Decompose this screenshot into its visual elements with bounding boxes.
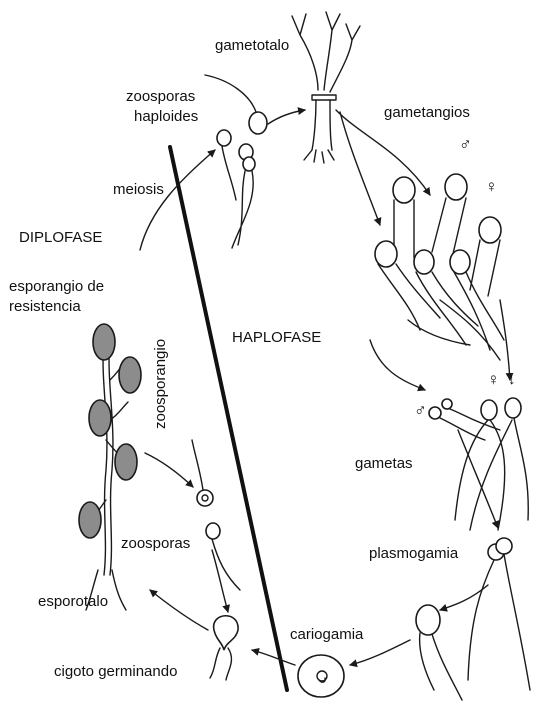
arrow-meiosis: [140, 150, 215, 250]
label-esporangio-line2: resistencia: [9, 298, 81, 315]
label-cigoto-germinando: cigoto germinando: [54, 663, 177, 680]
label-cariogamia: cariogamia: [290, 626, 363, 643]
male-symbol-gametangia: ♂: [459, 136, 472, 153]
gametes-drawing: [429, 398, 528, 530]
zoospores-bottom-drawing: [145, 440, 240, 612]
gametothallus-drawing: [292, 12, 360, 163]
sporothallus-drawing: [79, 324, 141, 610]
label-zoosporangio: zoosporangio: [152, 339, 169, 429]
label-haplofase: HAPLOFASE: [232, 329, 321, 346]
label-zoosporas-haploides-line2: haploides: [134, 108, 198, 125]
label-meiosis: meiosis: [113, 181, 164, 198]
label-zoosporas-haploides-line1: zoosporas: [126, 88, 195, 105]
label-esporotalo: esporotalo: [38, 593, 108, 610]
phase-divider-line: [170, 147, 287, 690]
label-esporangio-line1: esporangio de: [9, 278, 104, 295]
arrow-to-gametotalo: [268, 110, 305, 124]
label-diplofase: DIPLOFASE: [19, 229, 102, 246]
label-gametas: gametas: [355, 455, 413, 472]
male-symbol-gametes: ♂: [414, 402, 427, 419]
label-gametangios: gametangios: [384, 104, 470, 121]
haploid-zoospores-drawing: [205, 75, 267, 248]
label-zoosporas: zoosporas: [121, 535, 190, 552]
female-symbol-gametes: ♀: [487, 371, 500, 388]
karyogamy-drawing: [298, 605, 462, 700]
label-gametotalo: gametotalo: [215, 37, 289, 54]
label-plasmogamia: plasmogamia: [369, 545, 458, 562]
arrow-to-esporotalo: [150, 590, 208, 630]
female-symbol-gametangia: ♀: [485, 178, 498, 195]
gametangia-drawing: [336, 110, 510, 390]
down-arrow-gametes: ↓: [508, 371, 516, 388]
